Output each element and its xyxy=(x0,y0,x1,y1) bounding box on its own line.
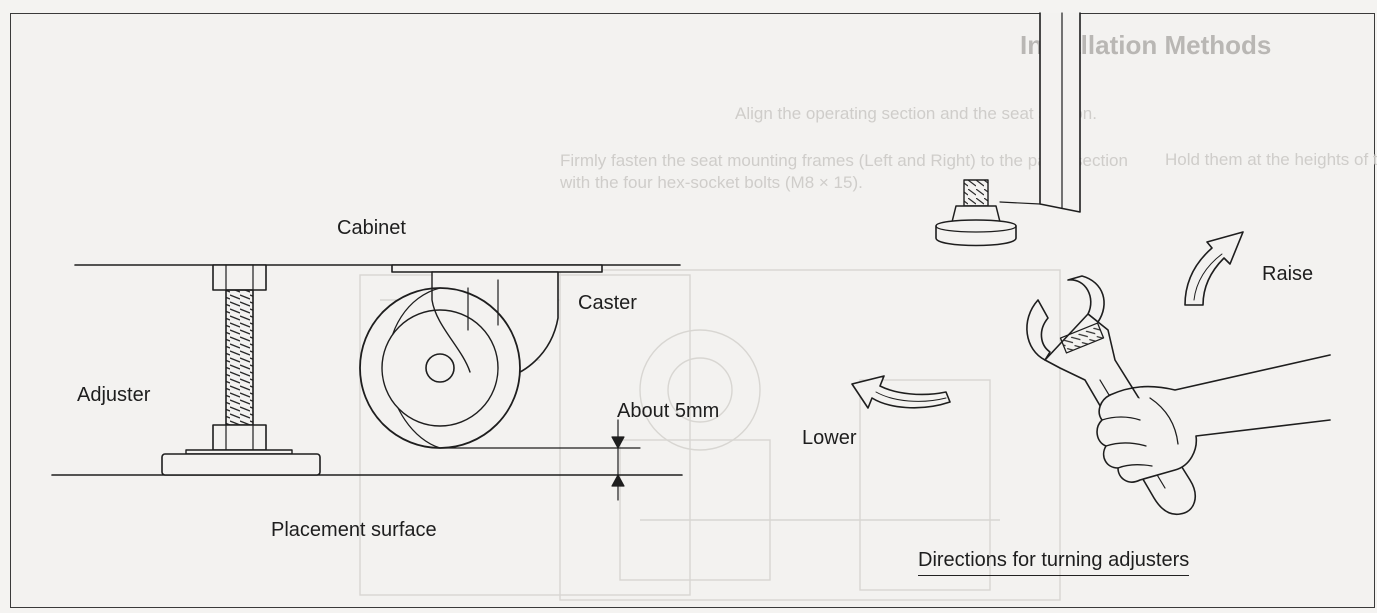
caster-label: Caster xyxy=(578,292,637,314)
bleed-through-line-1: Align the operating section and the seat… xyxy=(735,104,1097,123)
hand-icon xyxy=(1096,354,1331,483)
raise-arrow-icon xyxy=(1184,231,1244,306)
cabinet-leg xyxy=(999,12,1081,213)
cabinet-caster-figure xyxy=(51,264,683,501)
raise-label: Raise xyxy=(1262,263,1314,285)
gap-dimension xyxy=(439,419,641,501)
adjuster-part xyxy=(161,264,321,476)
leg-adjuster xyxy=(935,179,1017,247)
cabinet-label: Cabinet xyxy=(337,217,406,239)
caster-part xyxy=(359,264,603,449)
bleed-through-line-3: Hold them at the heights of the xyxy=(1165,150,1377,169)
directions-caption: Directions for turning adjusters xyxy=(918,549,1190,576)
lower-arrow-icon xyxy=(851,375,951,409)
placement-surface-label: Placement surface xyxy=(271,519,437,541)
adjuster-label: Adjuster xyxy=(77,384,151,406)
turning-directions-figure xyxy=(851,12,1331,516)
lower-label: Lower xyxy=(802,427,857,449)
gap-label: About 5mm xyxy=(617,400,720,422)
bleed-through-line-2: Firmly fasten the seat mounting frames (… xyxy=(560,151,1128,192)
